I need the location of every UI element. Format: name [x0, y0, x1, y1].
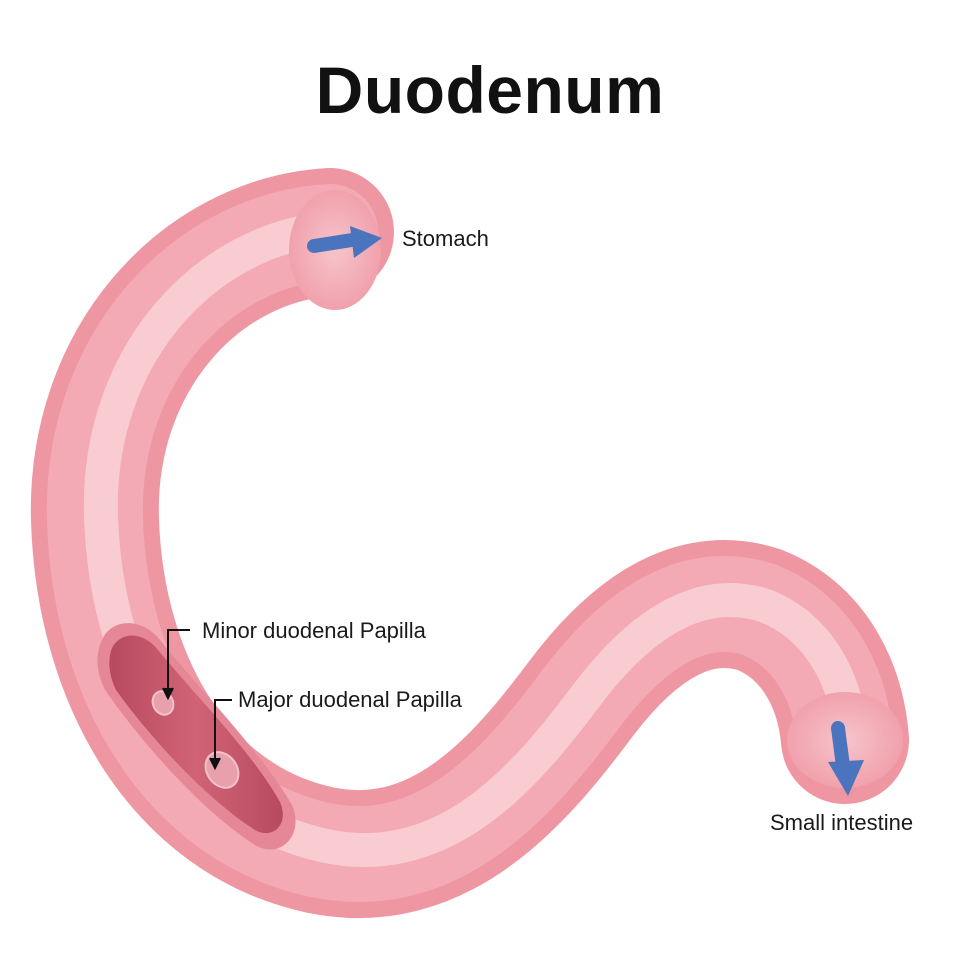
- major-papilla-leader: [209, 699, 232, 771]
- stomach-arrow-icon: [307, 226, 382, 258]
- stomach-label: Stomach: [402, 226, 489, 251]
- small-intestine-arrow-icon: [828, 721, 864, 796]
- major-papilla-label: Major duodenal Papilla: [238, 687, 462, 712]
- stomach-end-cap: [289, 190, 381, 310]
- cutaway-lumen: [97, 623, 296, 850]
- duodenum-tube: [30, 168, 909, 919]
- small-intestine-label: Small intestine: [770, 810, 914, 835]
- minor-papilla-label: Minor duodenal Papilla: [202, 618, 426, 643]
- minor-papilla-leader: [162, 629, 190, 701]
- diagram-title: Duodenum: [315, 53, 665, 127]
